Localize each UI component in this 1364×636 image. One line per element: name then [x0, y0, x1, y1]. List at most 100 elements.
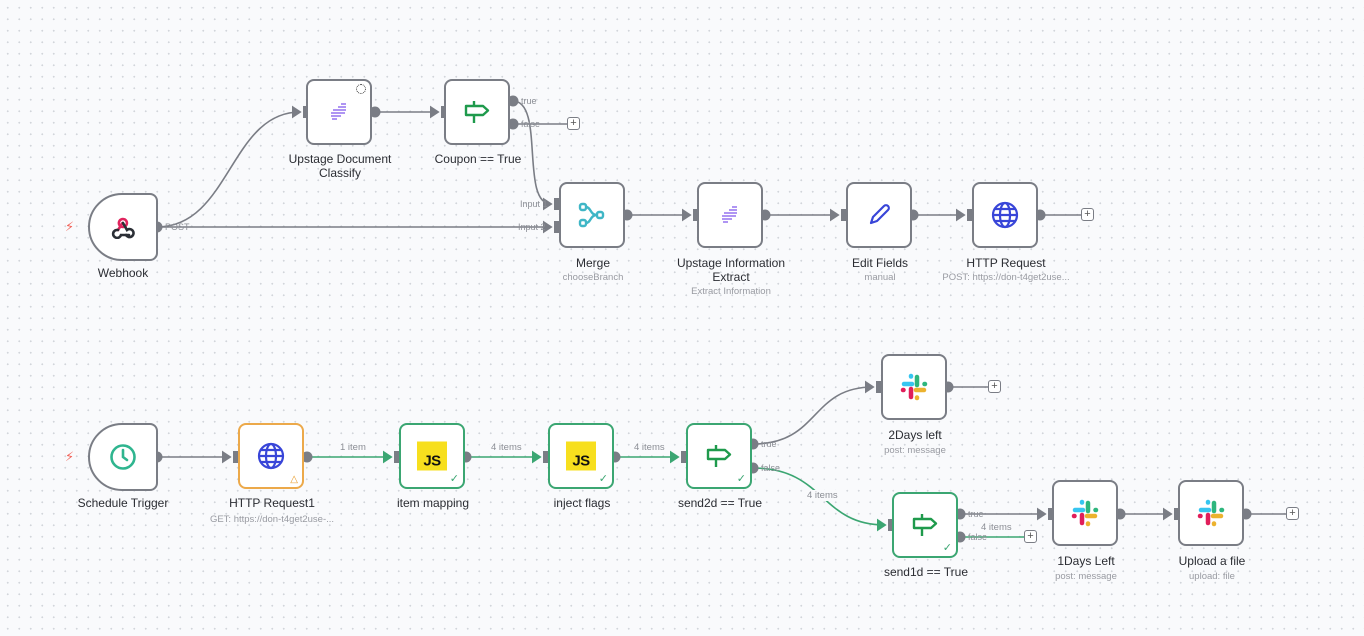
node-label: send1d == True [883, 565, 969, 579]
node-label: HTTP Request [966, 256, 1046, 270]
node-item-mapping[interactable]: JS ✓ [399, 423, 465, 489]
node-sublabel: GET: https://don-t4get2use-... [209, 514, 335, 525]
trigger-bolt-icon: ⚡︎ [65, 219, 75, 234]
input-handle[interactable] [394, 451, 399, 463]
node-upstage-document-classify[interactable] [306, 79, 372, 145]
edge-item-count: 4 items [980, 522, 1013, 533]
input-handle[interactable] [967, 209, 972, 221]
signpost-icon [463, 100, 491, 124]
node-sublabel: Extract Information [691, 286, 771, 297]
node-merge[interactable] [559, 182, 625, 248]
label-line: Upstage Information [676, 256, 786, 270]
output-handle[interactable] [507, 118, 519, 130]
signpost-icon [911, 513, 939, 537]
add-node-button[interactable]: + [1081, 208, 1094, 221]
slack-icon [900, 373, 928, 401]
node-sublabel: chooseBranch [562, 272, 624, 283]
node-http-request[interactable] [972, 182, 1038, 248]
output-label-false: false [968, 532, 988, 542]
input-label-2: Input 2 [518, 222, 546, 232]
input-handle[interactable] [543, 451, 548, 463]
node-edit-fields[interactable] [846, 182, 912, 248]
input-handle[interactable] [693, 209, 698, 221]
javascript-icon: JS [417, 441, 447, 471]
webhook-icon [110, 215, 136, 239]
label-line: Classify [318, 166, 361, 180]
node-sublabel: manual [864, 272, 896, 283]
node-inject-flags[interactable]: JS ✓ [548, 423, 614, 489]
edge-send2d-true-to-2days[interactable] [752, 380, 875, 445]
globe-icon [991, 201, 1019, 229]
node-label: 1Days Left [1057, 554, 1115, 568]
output-handle[interactable] [369, 106, 381, 118]
node-send2d-if[interactable]: ✓ [686, 423, 752, 489]
add-node-button[interactable]: + [988, 380, 1001, 393]
output-label-false: false [761, 463, 781, 473]
js-badge: JS [566, 441, 596, 471]
add-node-button[interactable]: + [1024, 530, 1037, 543]
node-label: Coupon == True [434, 152, 522, 166]
input-handle[interactable] [554, 221, 559, 233]
input-label-1: Input 1 [520, 199, 548, 209]
node-http-request1[interactable]: △ [238, 423, 304, 489]
input-handle[interactable] [554, 198, 559, 210]
input-handle[interactable] [303, 106, 308, 118]
output-handle[interactable] [301, 451, 313, 463]
success-check-icon: ✓ [736, 473, 746, 485]
output-label-false: false [521, 119, 541, 129]
node-sublabel: post: message [1055, 571, 1117, 582]
add-node-button[interactable]: + [567, 117, 580, 130]
node-label: inject flags [553, 496, 611, 510]
edge-item-count: 4 items [806, 490, 839, 501]
node-send1d-if[interactable]: ✓ [892, 492, 958, 558]
node-label: send2d == True [677, 496, 763, 510]
warning-icon[interactable]: △ [290, 474, 298, 485]
node-coupon-if[interactable] [444, 79, 510, 145]
node-sublabel: POST: https://don-t4get2use... [942, 272, 1070, 283]
node-label: item mapping [396, 496, 470, 510]
node-label: Merge [575, 256, 610, 270]
node-schedule-trigger[interactable] [88, 423, 158, 491]
input-handle[interactable] [841, 209, 846, 221]
output-handle[interactable] [507, 95, 519, 107]
javascript-icon: JS [566, 441, 596, 471]
node-2days-left[interactable] [881, 354, 947, 420]
input-handle[interactable] [1174, 508, 1179, 520]
node-upstage-information-extract[interactable] [697, 182, 763, 248]
input-handle[interactable] [681, 451, 686, 463]
input-handle[interactable] [233, 451, 238, 463]
node-upload-a-file[interactable] [1178, 480, 1244, 546]
merge-icon [578, 202, 606, 228]
upstage-icon [328, 102, 350, 122]
success-check-icon: ✓ [598, 473, 608, 485]
input-handle[interactable] [888, 519, 893, 531]
node-label: Edit Fields [851, 256, 909, 270]
output-label-true: true [968, 509, 984, 519]
output-label-true: true [521, 96, 537, 106]
edge-item-count: 4 items [633, 442, 666, 453]
success-check-icon: ✓ [942, 542, 952, 554]
slack-icon [1197, 499, 1225, 527]
node-label: 2Days left [888, 428, 942, 442]
output-label-post: POST [165, 222, 190, 232]
input-handle[interactable] [441, 106, 446, 118]
globe-icon [257, 442, 285, 470]
input-handle[interactable] [876, 381, 881, 393]
output-label-true: true [761, 439, 777, 449]
node-label: Webhook [97, 266, 149, 280]
edge-webhook-to-classify[interactable] [156, 105, 302, 228]
input-handle[interactable] [1048, 508, 1053, 520]
node-webhook[interactable] [88, 193, 158, 261]
slack-icon [1071, 499, 1099, 527]
label-line: Extract [712, 270, 750, 284]
node-label: Schedule Trigger [77, 496, 169, 510]
edge-coupon-true-to-merge-input1[interactable] [512, 100, 553, 211]
node-sublabel: upload: file [1189, 571, 1235, 582]
node-1days-left[interactable] [1052, 480, 1118, 546]
add-node-button[interactable]: + [1286, 507, 1299, 520]
node-sublabel: post: message [884, 445, 946, 456]
